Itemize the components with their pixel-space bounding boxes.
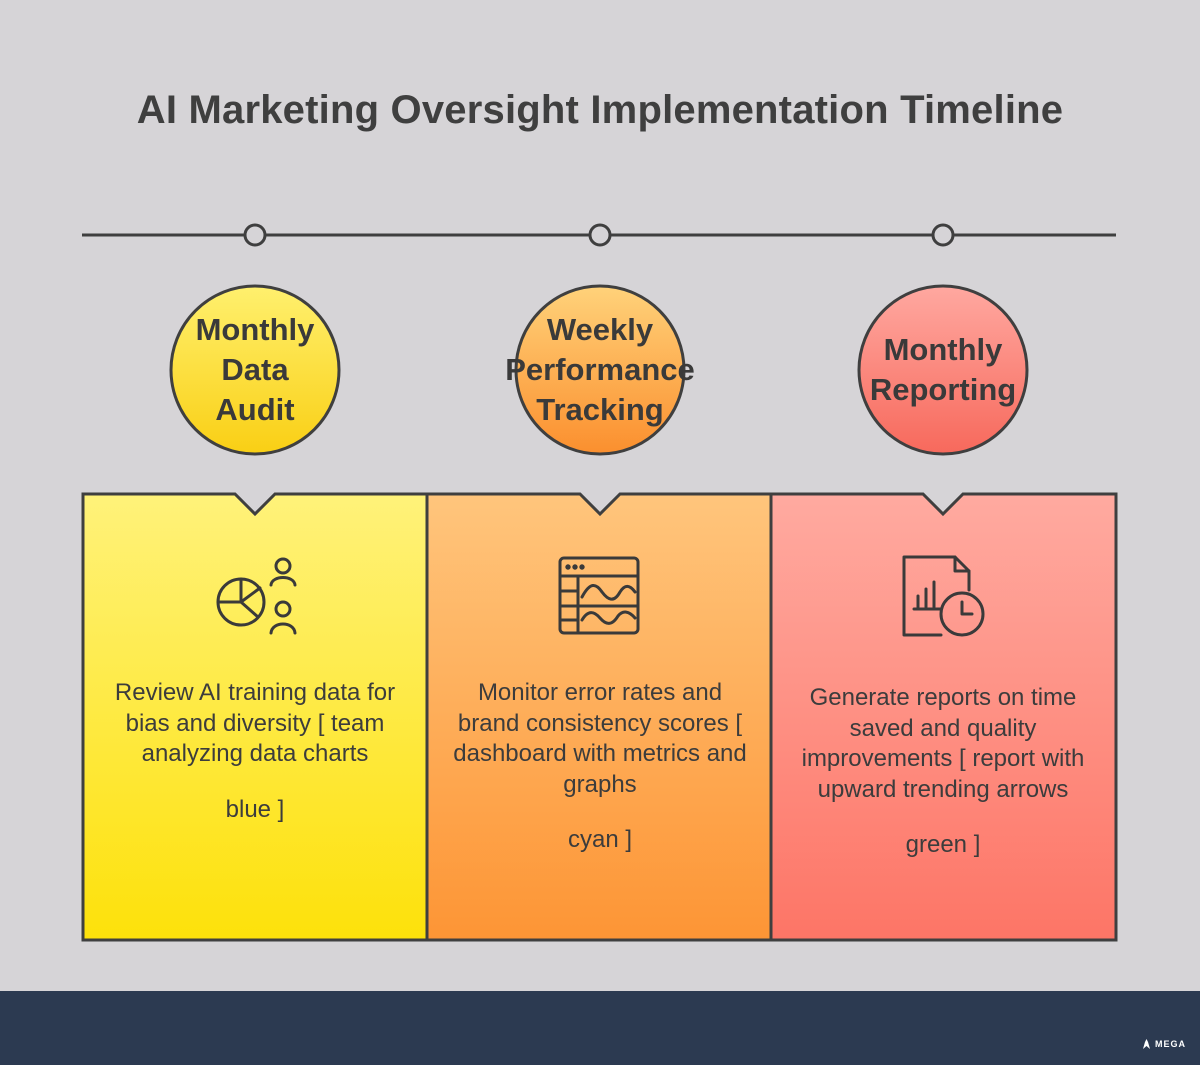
step-2-heading-line-3: Tracking xyxy=(536,392,664,427)
step-1-heading-line-1: Monthly xyxy=(195,312,315,347)
step-3-circle xyxy=(857,284,1029,456)
step-1-heading-line-3: Audit xyxy=(215,392,295,427)
brand-name: MEGA xyxy=(1155,1039,1186,1049)
step-3-panel xyxy=(769,492,1118,942)
step-1-description: Review AI training data for bias and div… xyxy=(110,678,400,825)
timeline-node-3 xyxy=(931,223,955,247)
step-1-heading: Monthly Data Audit xyxy=(160,290,350,450)
step-1-description-tail: blue ] xyxy=(225,795,285,823)
timeline-node-1 xyxy=(243,223,267,247)
report-clock-icon xyxy=(902,555,985,637)
step-2-heading-line-1: Weekly xyxy=(546,312,654,347)
pie-chart-team-icon xyxy=(216,557,297,635)
step-2-circle xyxy=(514,284,686,456)
dashboard-graph-icon xyxy=(558,556,640,635)
step-3-heading: Monthly Reporting xyxy=(843,290,1043,450)
step-2-description: Monitor error rates and brand consistenc… xyxy=(444,678,756,856)
footer-bar: MEGA xyxy=(0,991,1200,1065)
step-1-description-text: Review AI training data for bias and div… xyxy=(114,679,396,767)
page-title: AI Marketing Oversight Implementation Ti… xyxy=(136,88,1064,132)
step-3-heading-line-2: Reporting xyxy=(869,372,1017,407)
step-2-panel xyxy=(425,492,773,942)
timeline-node-2 xyxy=(588,223,612,247)
step-2-heading: Weekly Performance Tracking xyxy=(480,290,720,450)
step-3-description: Generate reports on time saved and quali… xyxy=(790,683,1096,861)
step-2-description-tail: cyan ] xyxy=(567,826,633,853)
step-2-heading-line-2: Performance xyxy=(505,352,695,387)
step-3-heading-line-1: Monthly xyxy=(883,332,1003,367)
step-2-description-text: Monitor error rates and brand consistenc… xyxy=(453,679,747,798)
step-1-panel xyxy=(81,492,429,942)
step-1-circle xyxy=(169,284,341,456)
step-1-heading-line-2: Data xyxy=(221,352,289,387)
brand-mark-icon xyxy=(1143,1039,1150,1049)
brand-logo: MEGA xyxy=(1142,1039,1186,1049)
step-3-description-text: Generate reports on time saved and quali… xyxy=(801,684,1085,803)
step-3-description-tail: green ] xyxy=(905,831,981,858)
